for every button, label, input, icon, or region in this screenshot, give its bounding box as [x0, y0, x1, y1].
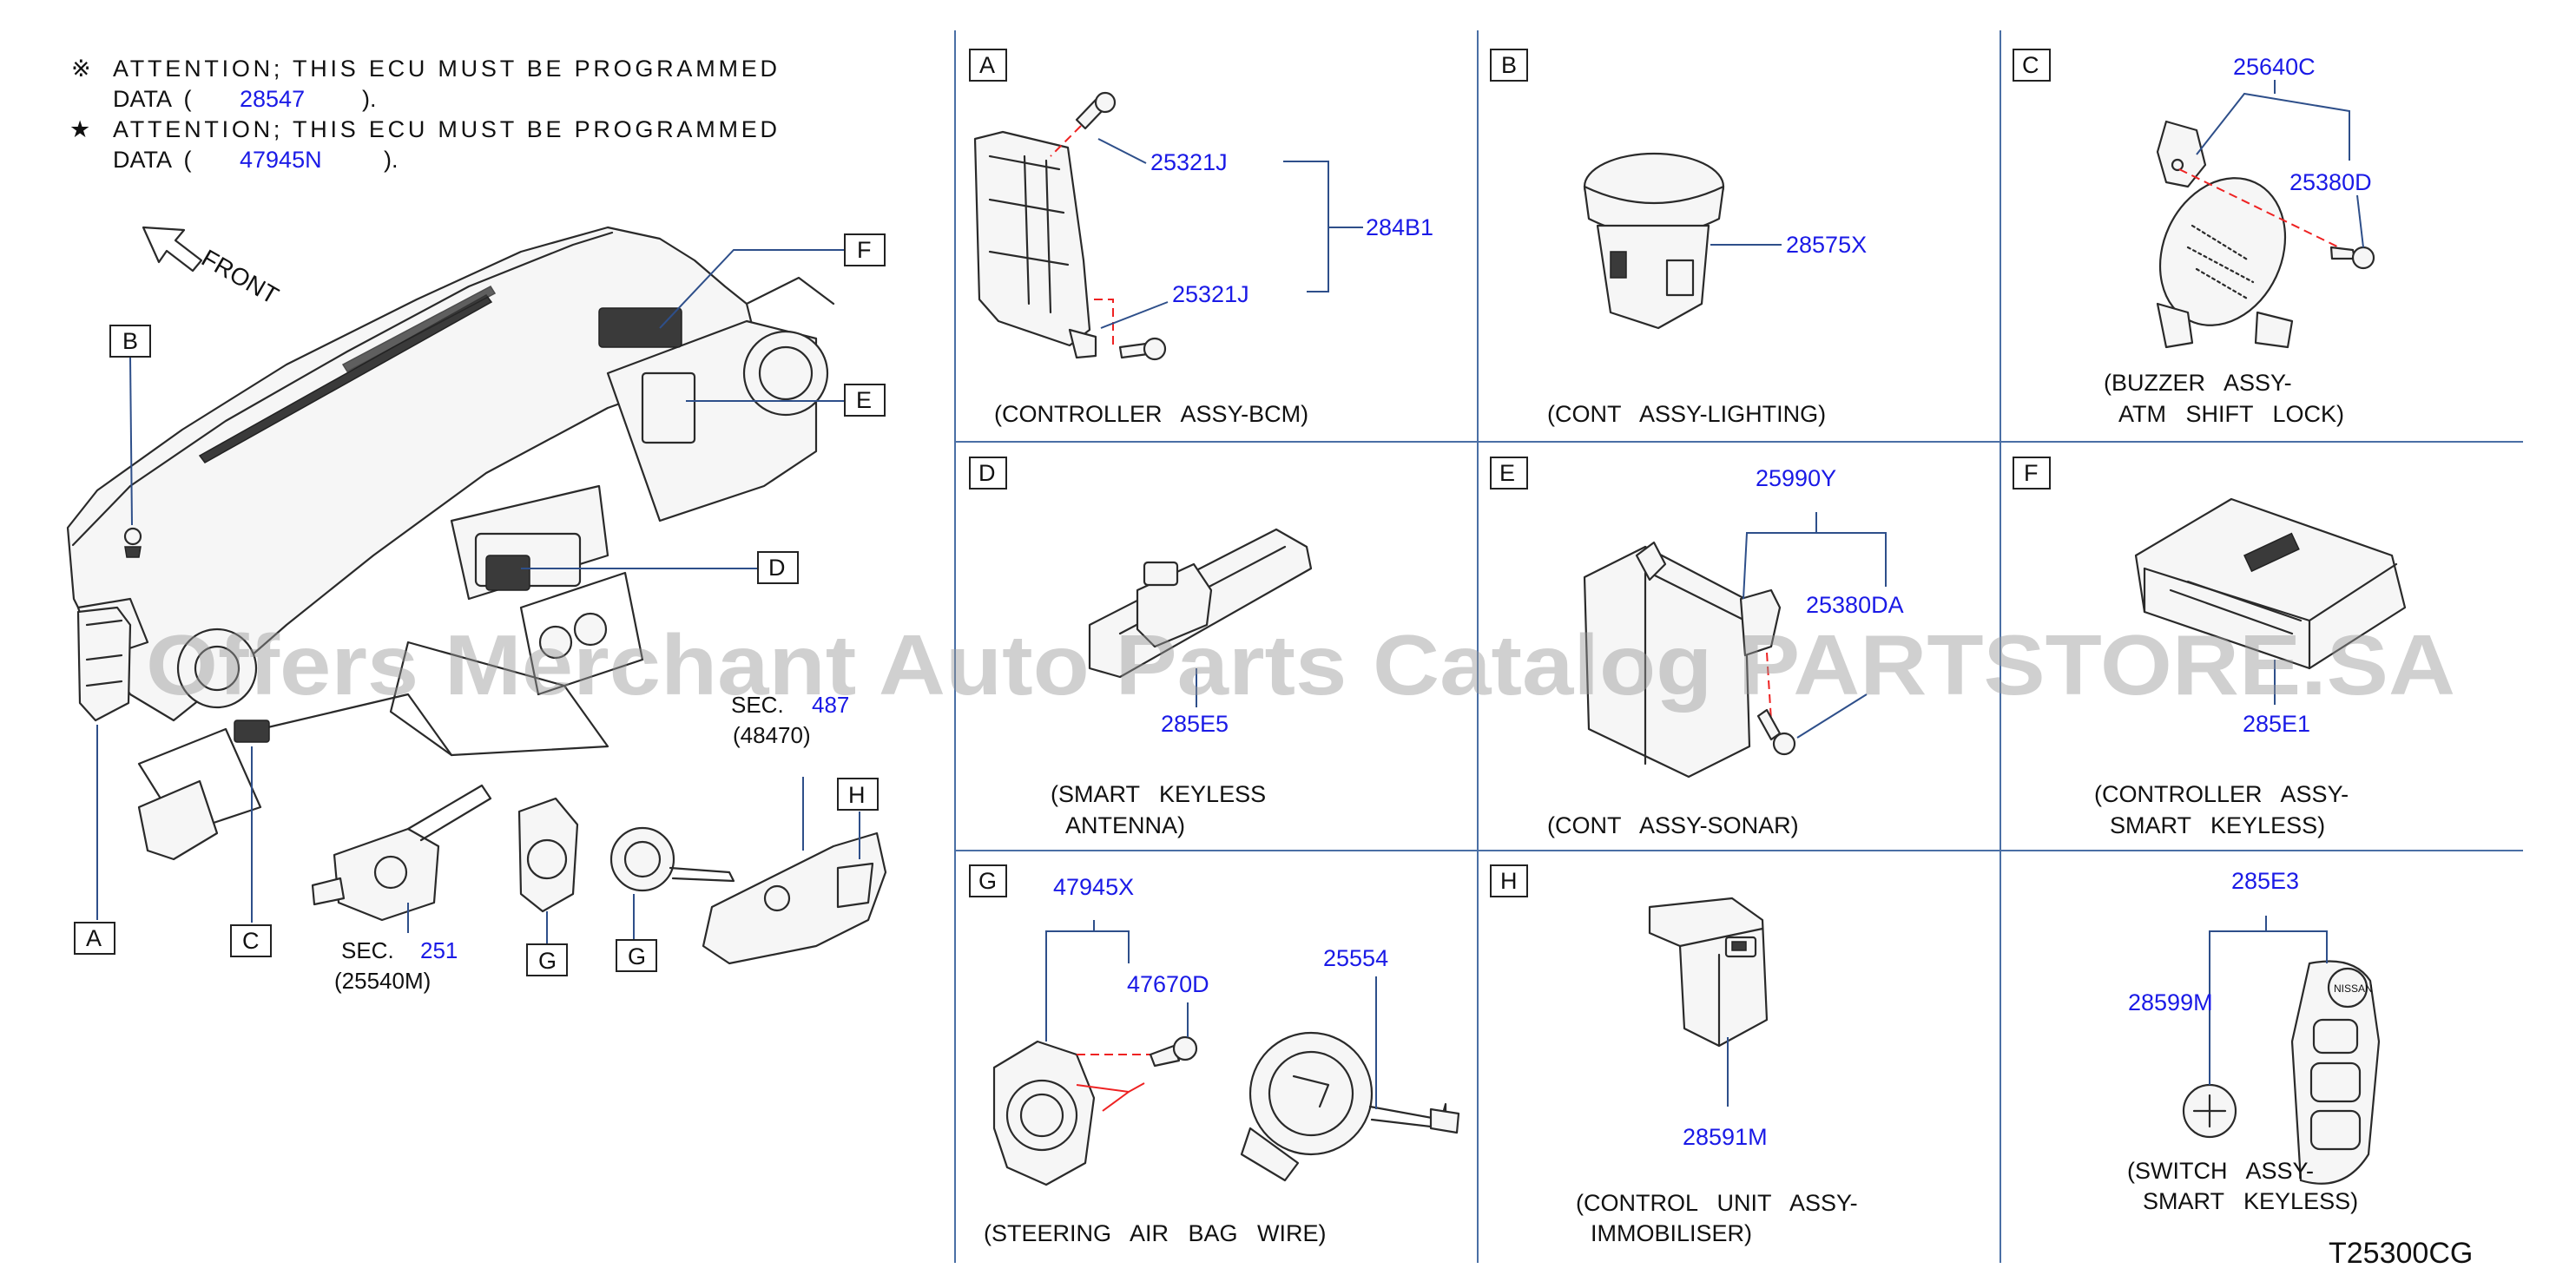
part-28591M[interactable]: 28591M: [1683, 1124, 1768, 1150]
note-2-line: ATTENTION; THIS ECU MUST BE PROGRAMMED: [113, 116, 777, 142]
panel-D-caption-2: ANTENNA): [1065, 812, 1185, 838]
sec-251-sub: (25540M): [334, 968, 431, 994]
callout-H-label: H: [848, 782, 866, 808]
panel-D-caption-1: (SMART KEYLESS: [1051, 781, 1266, 807]
panel-H: H 28591M (CONTROL UNIT ASSY- IMMOBILISER…: [1490, 864, 1858, 1246]
sec-487-sub: (48470): [733, 722, 811, 748]
panel-B-letter: B: [1501, 52, 1517, 78]
callout-H[interactable]: [837, 778, 879, 811]
callout-E[interactable]: [844, 384, 886, 417]
watermark: Offers Merchant Auto Parts Catalog PARTS…: [146, 617, 2455, 713]
front-arrow: FRONT: [142, 226, 283, 309]
callout-B[interactable]: [109, 325, 151, 358]
attention-notes: ※ ATTENTION; THIS ECU MUST BE PROGRAMMED…: [69, 56, 777, 173]
sec-487-link[interactable]: 487: [812, 692, 849, 718]
part-28575X[interactable]: 28575X: [1786, 232, 1867, 258]
panel-C-caption-2: ATM SHIFT LOCK): [2118, 401, 2344, 427]
panel-B-caption: (CONT ASSY-LIGHTING): [1547, 401, 1826, 427]
panel-C-letter: C: [2022, 52, 2039, 78]
part-25321J-top[interactable]: 25321J: [1150, 149, 1228, 175]
sec-251-link[interactable]: 251: [420, 937, 458, 963]
panel-C: C 25640C 25380D (BUZZER ASSY- ATM SHIFT …: [2013, 49, 2375, 427]
callout-F[interactable]: [844, 233, 886, 266]
panel-A-letter: A: [979, 52, 995, 78]
callout-C-label: C: [242, 928, 260, 954]
panel-grid: [954, 30, 2523, 1263]
note-1-symbol: ※: [71, 56, 91, 82]
panel-A: A 25321J 25321J 284B1 (CONTROLLER ASSY-B…: [969, 49, 1433, 427]
callout-G-2-label: G: [628, 943, 646, 969]
part-284B1[interactable]: 284B1: [1366, 214, 1433, 240]
panel-G: G 47945X 47670D 25554 (STEERING AIR BAG …: [969, 864, 1460, 1246]
dashboard-overview: [66, 226, 835, 861]
panel-H-letter: H: [1500, 868, 1518, 894]
note-2-part-number[interactable]: 47945N: [240, 147, 322, 173]
note-2-symbol: ★: [69, 116, 90, 142]
part-25380D[interactable]: 25380D: [2289, 169, 2372, 195]
callout-D-label: D: [768, 555, 786, 581]
part-47670D[interactable]: 47670D: [1127, 971, 1209, 997]
part-25640C[interactable]: 25640C: [2233, 54, 2316, 80]
panel-E-caption: (CONT ASSY-SONAR): [1547, 812, 1799, 838]
callout-A-label: A: [86, 925, 102, 951]
note-2-data-prefix: DATA (: [113, 147, 192, 173]
sec-251-prefix: SEC.: [341, 937, 394, 963]
front-arrow-icon: [142, 226, 203, 273]
part-25380DA[interactable]: 25380DA: [1806, 592, 1904, 618]
part-28599M[interactable]: 28599M: [2128, 989, 2213, 1015]
sec-487-prefix: SEC.: [731, 692, 784, 718]
panel-H-caption-2: IMMOBILISER): [1591, 1220, 1752, 1246]
note-1-part-number[interactable]: 28547: [240, 86, 305, 112]
panel-G-caption: (STEERING AIR BAG WIRE): [984, 1220, 1327, 1246]
panel-D: D 285E5 (SMART KEYLESS ANTENNA): [969, 457, 1313, 838]
panel-H-caption-1: (CONTROL UNIT ASSY-: [1576, 1190, 1858, 1216]
panel-key-fob: NISSAN 285E3 28599M (SWITCH ASSY- SMART …: [2127, 868, 2381, 1214]
part-285E1[interactable]: 285E1: [2243, 711, 2310, 737]
overview-callouts: B A C D E F: [74, 233, 886, 957]
part-25554[interactable]: 25554: [1323, 945, 1388, 971]
panel-F-letter: F: [2024, 460, 2039, 486]
note-1-data-suffix: ).: [362, 86, 377, 112]
part-25321J-bottom[interactable]: 25321J: [1172, 281, 1249, 307]
panel-G-letter: G: [978, 868, 997, 894]
part-285E3[interactable]: 285E3: [2231, 868, 2299, 894]
part-25990Y[interactable]: 25990Y: [1756, 465, 1836, 491]
panel-F: F 285E1 (CONTROLLER ASSY- SMART KEYLESS): [2013, 457, 2407, 838]
callout-D[interactable]: [757, 551, 799, 584]
panel-key-fob-caption-1: (SWITCH ASSY-: [2127, 1158, 2314, 1184]
part-285E5[interactable]: 285E5: [1161, 711, 1229, 737]
front-label: FRONT: [197, 244, 283, 309]
panel-key-fob-caption-2: SMART KEYLESS): [2143, 1188, 2358, 1214]
callout-G-2[interactable]: [616, 939, 657, 972]
callout-G-1[interactable]: [526, 943, 568, 976]
callout-E-label: E: [856, 387, 872, 413]
note-2-data-suffix: ).: [384, 147, 399, 173]
panel-F-caption-2: SMART KEYLESS): [2110, 812, 2325, 838]
panel-E: E 25990Y 25380DA (CONT ASSY-SONAR): [1490, 457, 1904, 838]
svg-text:NISSAN: NISSAN: [2334, 982, 2373, 995]
callout-F-label: F: [857, 237, 872, 263]
callout-A[interactable]: [74, 922, 115, 955]
panel-E-letter: E: [1499, 460, 1515, 486]
overview-steering-parts: SEC. 251 (25540M) G G H SEC. 487 (48470): [311, 692, 887, 994]
panel-C-caption-1: (BUZZER ASSY-: [2104, 370, 2292, 396]
note-1-line: ATTENTION; THIS ECU MUST BE PROGRAMMED: [113, 56, 777, 82]
callout-C[interactable]: [230, 924, 272, 957]
note-1-data-prefix: DATA (: [113, 86, 192, 112]
diagram-code: T25300CG: [2329, 1237, 2473, 1270]
panel-A-caption: (CONTROLLER ASSY-BCM): [994, 401, 1308, 427]
callout-G-1-label: G: [538, 948, 557, 974]
callout-B-label: B: [122, 328, 138, 354]
panel-D-letter: D: [978, 460, 996, 486]
panel-F-caption-1: (CONTROLLER ASSY-: [2094, 781, 2349, 807]
part-47945X[interactable]: 47945X: [1053, 874, 1134, 900]
panel-B: B 28575X (CONT ASSY-LIGHTING): [1490, 49, 1867, 427]
